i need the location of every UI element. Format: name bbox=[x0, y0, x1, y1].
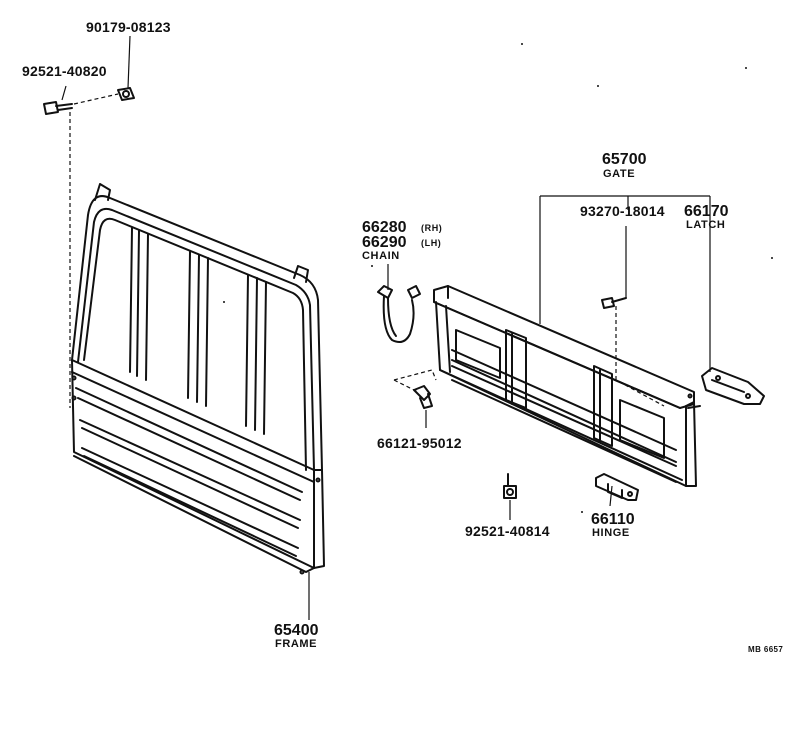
scan-specks bbox=[223, 43, 773, 513]
hinge-drawing bbox=[595, 473, 639, 501]
part-name-hinge: HINGE bbox=[592, 527, 630, 539]
part-name-latch: LATCH bbox=[686, 219, 726, 231]
part-number-65700: 65700 bbox=[602, 151, 647, 168]
frame-65400-drawing bbox=[71, 183, 325, 575]
part-number-66110: 66110 bbox=[591, 511, 635, 528]
diagram-code: MB 6657 bbox=[748, 645, 784, 654]
part-number-90179-08123: 90179-08123 bbox=[86, 19, 171, 35]
part-number-66280: 66280 bbox=[362, 219, 407, 236]
side-rh: (RH) bbox=[421, 223, 443, 233]
part-number-65400: 65400 bbox=[274, 622, 319, 639]
side-lh: (LH) bbox=[421, 238, 442, 248]
frame-fasteners-drawing bbox=[43, 87, 135, 115]
pin-drawing bbox=[413, 385, 433, 409]
part-number-93270-18014: 93270-18014 bbox=[580, 203, 665, 219]
part-name-frame: FRAME bbox=[275, 638, 318, 650]
leader-lines bbox=[61, 35, 711, 620]
part-number-92521-40820: 92521-40820 bbox=[22, 63, 107, 79]
latch-bolt-drawing bbox=[601, 297, 627, 309]
part-number-66121-95012: 66121-95012 bbox=[377, 435, 462, 451]
hinge-bolt-drawing bbox=[503, 473, 517, 499]
part-number-66170: 66170 bbox=[684, 203, 729, 220]
part-number-66290: 66290 bbox=[362, 234, 407, 251]
part-name-gate: GATE bbox=[603, 168, 636, 180]
part-name-chain: CHAIN bbox=[362, 250, 400, 262]
gate-65700-drawing bbox=[433, 285, 701, 487]
latch-drawing bbox=[701, 367, 765, 405]
chain-drawing bbox=[377, 285, 421, 343]
part-number-92521-40814: 92521-40814 bbox=[465, 523, 550, 539]
